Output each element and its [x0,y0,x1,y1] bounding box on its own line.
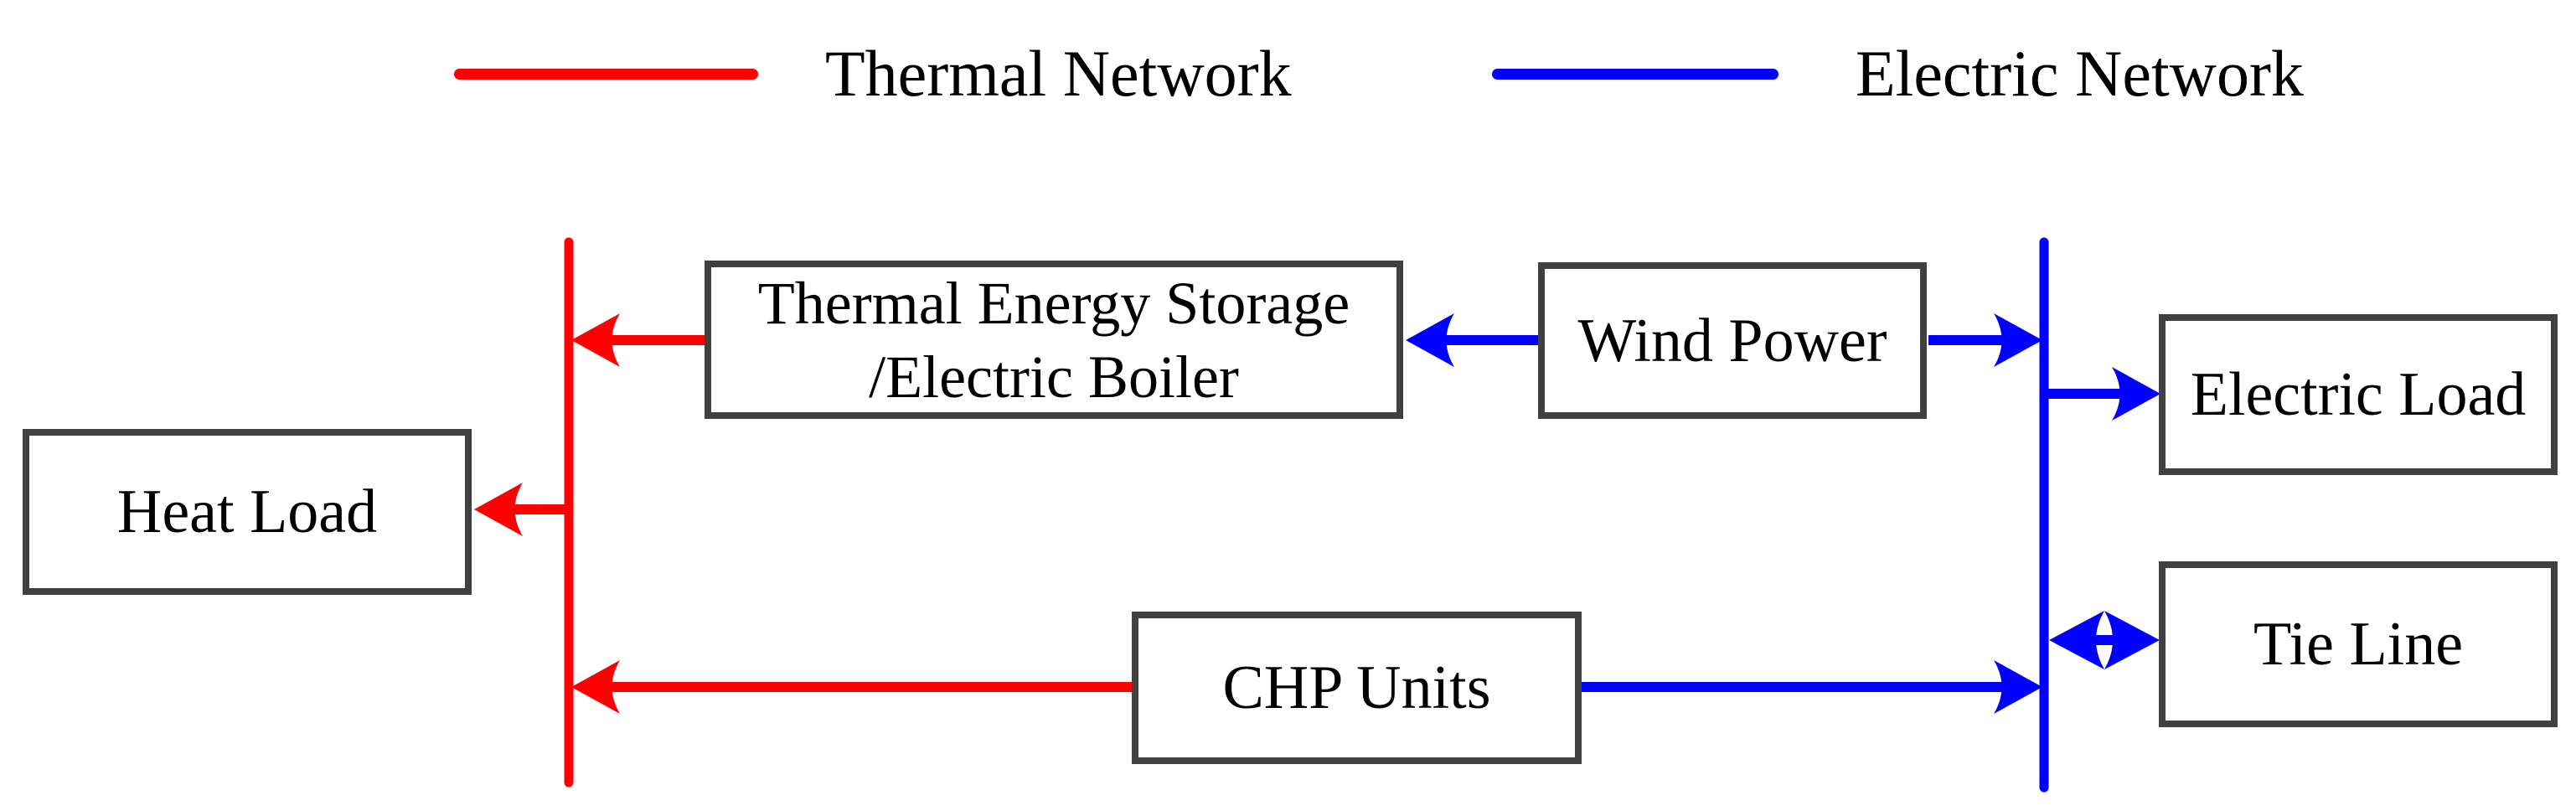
electric-network-line-icon [1492,69,1778,80]
chp-to-electric-bus-arrow [1580,660,2042,714]
thermal-storage-box: Thermal Energy Storage /Electric Boiler [705,261,1403,419]
wind-to-storage-arrow [1406,313,1540,367]
electric-load-label: Electric Load [2190,360,2527,429]
storage-to-thermal-bus-arrow [571,313,706,367]
arrow-head-left-icon [2049,611,2104,669]
chp-units-box: CHP Units [1132,612,1582,764]
arrow-head-right-icon [2112,367,2160,421]
arrow-head-right-icon [2104,611,2160,669]
thermal-storage-label-line2: /Electric Boiler [869,343,1239,411]
arrow-head-right-icon [1994,660,2042,714]
wind-power-box: Wind Power [1538,262,1927,419]
electric-network-legend-label: Electric Network [1856,37,2304,110]
thermal-network-legend-label: Thermal Network [825,37,1292,110]
heat-load-label: Heat Load [116,478,378,546]
electric-bus-to-electric-load-arrow [2047,367,2160,421]
tie-line-label: Tie Line [2253,610,2464,679]
chp-units-label: CHP Units [1222,653,1491,722]
wind-to-electric-bus-arrow [1928,313,2042,367]
arrow-head-left-icon [571,313,620,367]
thermal-bus-to-heat-load-arrow [474,483,568,536]
electric-bus-tie-line-double-arrow [2049,611,2160,669]
wind-power-label: Wind Power [1577,306,1887,375]
thermal-storage-label-line1: Thermal Energy Storage [757,269,1350,337]
arrow-head-right-icon [1994,313,2042,367]
chp-to-thermal-bus-arrow [571,660,1133,714]
thermal-network-line-icon [454,69,758,80]
arrow-head-left-icon [571,660,620,714]
arrow-head-left-icon [1406,313,1454,367]
heat-load-box: Heat Load [23,429,472,595]
tie-line-box: Tie Line [2159,561,2558,727]
electric-load-box: Electric Load [2159,314,2558,475]
arrow-head-left-icon [474,483,523,536]
